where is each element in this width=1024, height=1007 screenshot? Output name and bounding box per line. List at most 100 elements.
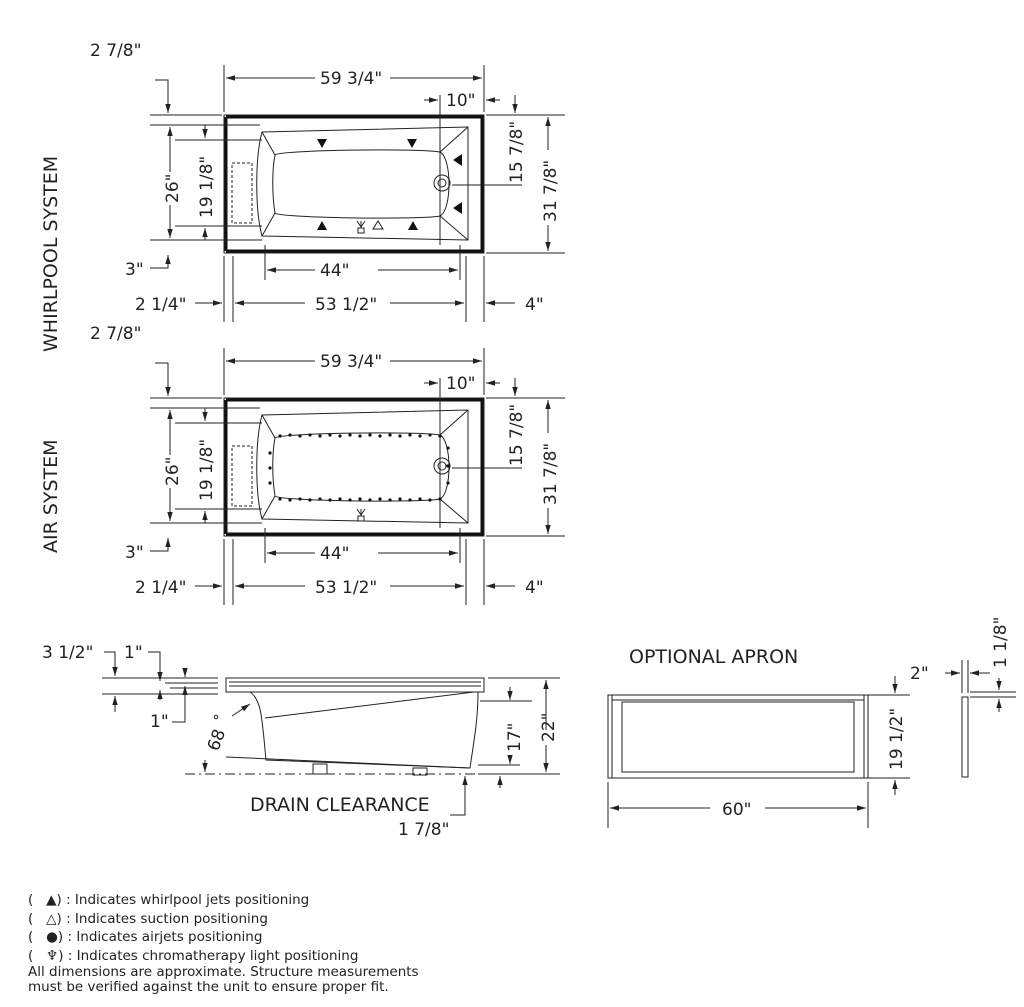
airjet-icon [378, 497, 382, 501]
chromatherapy-light-icon [356, 220, 366, 234]
legend-item-suction: ( △) : Indicates suction positioning [28, 910, 268, 927]
airjet-icon [378, 434, 382, 438]
right-offset-label: 4" [525, 295, 544, 315]
airjet-icon [408, 433, 412, 437]
filled-triangle-icon: ▲ [46, 892, 57, 908]
airjet-icon [308, 498, 312, 502]
airjet-icon [268, 451, 272, 455]
airjet-icon [338, 434, 342, 438]
inner-width-label: 26" [163, 174, 183, 203]
left-offset-label: 2 1/4" [135, 295, 186, 315]
dimensions-note: All dimensions are approximate. Structur… [28, 964, 419, 995]
airjet-icon [398, 497, 402, 501]
airjet-icon [388, 498, 392, 502]
inner-width-label: 26" [163, 457, 183, 486]
airjet-icon [428, 498, 432, 502]
legend: ( ▲) : Indicates whirlpool jets position… [28, 891, 428, 995]
angle-label: 68 [204, 727, 230, 754]
airjet-icon [388, 433, 392, 437]
outline-triangle-icon: △ [46, 910, 57, 927]
inner-length-label: 53 1/2" [315, 295, 377, 315]
legend-item-whirlpool-jets: ( ▲) : Indicates whirlpool jets position… [28, 892, 310, 908]
airjet-icon [298, 497, 302, 501]
apron-height-label: 19 1/2" [887, 708, 907, 770]
drain-clearance-label: DRAIN CLEARANCE [250, 794, 430, 816]
apron-length-label: 60" [722, 800, 751, 820]
bottom-length-label: 44" [320, 261, 349, 281]
airjet-icon [438, 434, 442, 438]
optional-apron: OPTIONAL APRON 2" 19 1/2" 60" 1 1/8" [607, 617, 1016, 828]
airjet-icon [278, 497, 282, 501]
airjet-icon [446, 446, 450, 450]
chromatherapy-light-icon: ♆ [46, 947, 59, 964]
bottom-width-label: 19 1/8" [197, 439, 217, 501]
whirlpool-jet-icon [317, 139, 327, 148]
airjet-icon [318, 497, 322, 501]
bottom-length-label: 44" [320, 544, 349, 564]
chromatherapy-light-icon [356, 508, 366, 522]
rim-depth-label: 3 1/2" [42, 643, 93, 663]
airjet-icon [348, 433, 352, 437]
airjet-icon [268, 481, 272, 485]
whirlpool-jet-icon [407, 139, 417, 148]
drain-to-wall-label: 15 7/8" [507, 121, 527, 183]
airjet-icon [438, 497, 442, 501]
airjet-icon [446, 481, 450, 485]
airjet-icon [288, 498, 292, 502]
filled-circle-icon: ● [46, 929, 58, 945]
legend-item-airjets: ( ●) : Indicates airjets positioning [28, 929, 263, 945]
overall-length-label: 59 3/4" [320, 69, 382, 89]
airjet-icon [358, 497, 362, 501]
side-view: 3 1/2" 1" 1" 68 17" 22" DRAIN CLEARANCE … [42, 643, 560, 840]
airjet-icon [358, 434, 362, 438]
apron-top-lip-label: 2" [910, 664, 929, 684]
front-offset-label: 3" [125, 260, 144, 280]
airjet-icon [328, 433, 332, 437]
drain-to-wall-label: 15 7/8" [507, 404, 527, 466]
air-system-title: AIR SYSTEM [40, 439, 62, 553]
whirlpool-jet-icon [317, 221, 327, 230]
top-left-offset-label: 2 7/8" [90, 41, 141, 61]
overall-width-label: 31 7/8" [541, 443, 561, 505]
airjet-icon [408, 498, 412, 502]
overall-height-label: 22" [539, 713, 559, 742]
whirlpool-jet-icon [408, 221, 418, 230]
right-offset-label: 4" [525, 578, 544, 598]
airjet-icon [288, 433, 292, 437]
suction-icon [372, 220, 384, 230]
whirlpool-plan-view: WHIRLPOOL SYSTEM 59 3/4" 2 7/8" 26" 19 1… [40, 41, 565, 352]
whirlpool-jet-icon [453, 202, 462, 214]
airjet-icon [278, 434, 282, 438]
whirlpool-jet-icon [453, 154, 462, 166]
overall-width-label: 31 7/8" [541, 160, 561, 222]
apron-title: OPTIONAL APRON [629, 646, 798, 668]
apron-thickness-label: 1 1/8" [991, 617, 1011, 668]
water-depth-label: 17" [505, 723, 525, 752]
lip-bottom-label: 1" [150, 712, 169, 732]
airjet-icon [428, 433, 432, 437]
inner-length-label: 53 1/2" [315, 578, 377, 598]
airjet-icon [318, 434, 322, 438]
airjet-icon [418, 497, 422, 501]
airjet-icon [298, 434, 302, 438]
left-offset-label: 2 1/4" [135, 578, 186, 598]
airjet-icon [328, 498, 332, 502]
drain-offset-label: 10" [446, 91, 475, 111]
air-plan-view: AIR SYSTEM 59 3/4" 2 7/8" 26" 19 1/8" 3"… [40, 324, 565, 605]
airjet-icon [338, 497, 342, 501]
airjet-icon [368, 498, 372, 502]
top-left-offset-label: 2 7/8" [90, 324, 141, 344]
drain-offset-label: 10" [446, 374, 475, 394]
airjet-icon [368, 433, 372, 437]
overall-length-label: 59 3/4" [320, 352, 382, 372]
airjet-icon [308, 433, 312, 437]
airjet-icon [446, 464, 450, 468]
bottom-width-label: 19 1/8" [197, 156, 217, 218]
lip-top-label: 1" [124, 643, 143, 663]
airjet-icon [418, 434, 422, 438]
airjet-icon [348, 498, 352, 502]
drain-clearance-value: 1 7/8" [398, 820, 449, 840]
whirlpool-system-title: WHIRLPOOL SYSTEM [40, 156, 62, 352]
front-offset-label: 3" [125, 543, 144, 563]
